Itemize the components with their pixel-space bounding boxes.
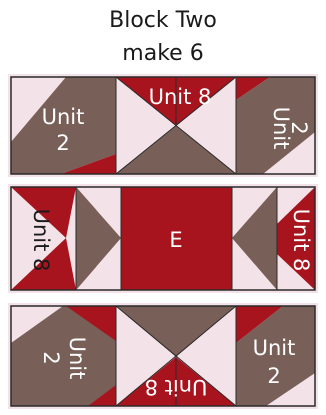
block-title: Block Two bbox=[0, 8, 326, 34]
center-e-label: E bbox=[169, 228, 182, 252]
quilt-row-bottom: Unit 2 Unit 8 Unit 2 bbox=[8, 303, 318, 409]
left-unit-label-number: 2 bbox=[39, 351, 63, 364]
left-unit-label-number: 2 bbox=[56, 131, 69, 155]
right-unit-label-number: 2 bbox=[267, 364, 280, 388]
left-unit-label-word: Unit bbox=[65, 337, 89, 380]
block-subtitle: make 6 bbox=[0, 41, 326, 67]
right-unit-label-word: Unit bbox=[253, 336, 296, 360]
quilt-row-middle: Unit 8 E Unit 8 bbox=[8, 184, 318, 293]
left-strip-label: Unit 8 bbox=[29, 209, 53, 272]
left-unit-label-word: Unit bbox=[42, 105, 85, 129]
right-unit-label-number: 2 bbox=[287, 121, 311, 134]
quilt-row-top: Unit 2 Unit 8 Unit 2 bbox=[8, 74, 318, 177]
center-unit-label: Unit 8 bbox=[145, 375, 208, 399]
right-strip-label: Unit 8 bbox=[289, 209, 313, 272]
center-unit-label: Unit 8 bbox=[149, 85, 212, 109]
